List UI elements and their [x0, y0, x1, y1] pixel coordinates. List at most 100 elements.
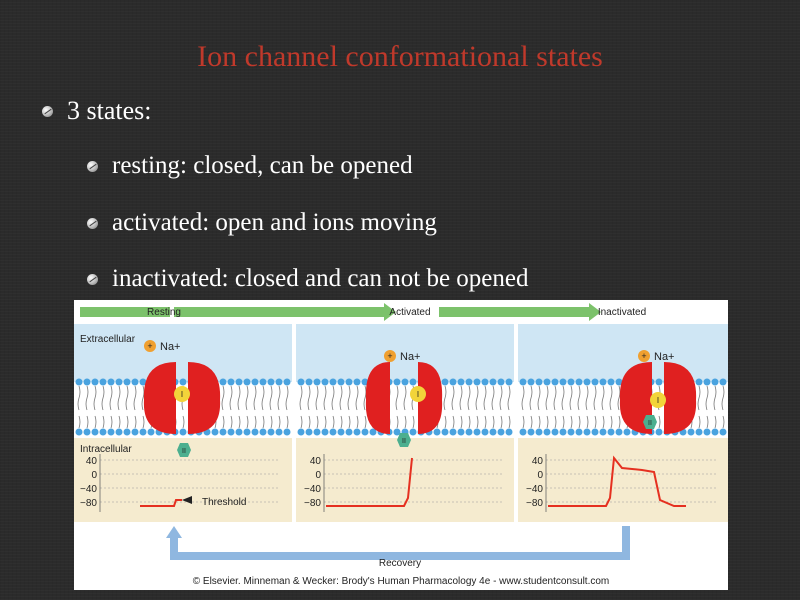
- lipid-tail: [299, 385, 303, 411]
- extracellular-region: [518, 324, 728, 382]
- lipid-tail: [404, 415, 407, 429]
- voltage-tick-label: 0: [315, 470, 321, 481]
- lipid-tail: [245, 385, 249, 411]
- voltage-tick-label: 40: [86, 456, 98, 467]
- recovery-label: Recovery: [379, 558, 421, 569]
- lipid-tail: [522, 415, 525, 429]
- lipid-head: [489, 428, 497, 436]
- lipid-head: [465, 378, 473, 386]
- state-label-inactivated: Inactivated: [598, 307, 646, 318]
- lipid-tail: [403, 385, 407, 411]
- activated-to-inactivated-arrow: [439, 303, 601, 321]
- lipid-tail: [476, 415, 479, 429]
- lipid-head: [655, 428, 663, 436]
- extracellular-label: Extracellular: [80, 334, 136, 345]
- lipid-tail: [521, 385, 525, 411]
- lipid-tail: [395, 385, 399, 411]
- voltage-tick-label: −40: [526, 484, 543, 495]
- intracellular-label: Intracellular: [80, 444, 132, 455]
- lipid-head: [497, 378, 505, 386]
- lipid-tail: [246, 415, 249, 429]
- lipid-head: [259, 428, 267, 436]
- lipid-head: [321, 378, 329, 386]
- intracellular-region: [518, 438, 728, 522]
- lipid-head: [655, 378, 663, 386]
- gate-i: [650, 392, 666, 408]
- lipid-tail: [133, 385, 137, 411]
- lipid-head: [599, 378, 607, 386]
- lipid-tail: [340, 415, 343, 429]
- intracellular-region: [296, 438, 514, 522]
- lipid-tail: [118, 415, 121, 429]
- lipid-tail: [229, 385, 233, 411]
- lipid-head: [275, 428, 283, 436]
- lipid-tail: [270, 415, 273, 429]
- lipid-tail: [468, 415, 471, 429]
- bullet-text: 3 states:: [67, 96, 152, 125]
- lipid-head: [481, 428, 489, 436]
- extracellular-region: [296, 324, 514, 382]
- lipid-tail: [444, 415, 447, 429]
- bullet-inactivated: inactivated: closed and can not be opene…: [87, 265, 529, 293]
- lipid-head: [527, 378, 535, 386]
- lipid-head: [329, 378, 337, 386]
- lipid-tail: [277, 385, 281, 411]
- lipid-tail: [230, 415, 233, 429]
- lipid-tail: [500, 415, 503, 429]
- resting-arrow-tail: [80, 307, 170, 317]
- lipid-head: [559, 428, 567, 436]
- gate-i-label: I: [181, 390, 183, 399]
- gate-i: [174, 386, 190, 402]
- lipid-tail: [117, 385, 121, 411]
- bullet-icon: [87, 217, 98, 229]
- lipid-tail: [601, 385, 605, 411]
- lipid-head: [75, 428, 83, 436]
- lipid-tail: [331, 385, 335, 411]
- lipid-head: [535, 378, 543, 386]
- lipid-head: [147, 428, 155, 436]
- lipid-tail: [545, 385, 549, 411]
- lipid-head: [591, 378, 599, 386]
- lipid-tail: [339, 385, 343, 411]
- lipid-tail: [237, 385, 241, 411]
- lipid-tail: [347, 385, 351, 411]
- voltage-tick-label: 40: [532, 456, 544, 467]
- trace-inactivated: [548, 455, 686, 507]
- lipid-head: [251, 428, 259, 436]
- voltage-tick-label: −80: [526, 498, 543, 509]
- sodium-ion: [144, 340, 156, 352]
- lipid-head: [543, 428, 551, 436]
- voltage-tick-label: −80: [80, 498, 97, 509]
- lipid-tail: [85, 385, 89, 411]
- lipid-tail: [443, 385, 447, 411]
- lipid-tail: [722, 415, 725, 429]
- lipid-head: [321, 428, 329, 436]
- lipid-tail: [286, 415, 289, 429]
- lipid-head: [83, 378, 91, 386]
- threshold-arrowhead: [182, 496, 192, 504]
- lipid-tail: [492, 415, 495, 429]
- lipid-tail: [554, 415, 557, 429]
- gate-ii-label: II: [402, 438, 406, 445]
- lipid-tail: [698, 415, 701, 429]
- lipid-head: [703, 428, 711, 436]
- lipid-tail: [499, 385, 503, 411]
- lipid-tail: [484, 415, 487, 429]
- lipid-tail: [269, 385, 273, 411]
- lipid-head: [599, 428, 607, 436]
- lipid-tail: [483, 385, 487, 411]
- lipid-tail: [617, 385, 621, 411]
- lipid-head: [107, 378, 115, 386]
- lipid-head: [449, 378, 457, 386]
- lipid-head: [519, 378, 527, 386]
- lipid-tail: [363, 385, 367, 411]
- lipid-head: [235, 428, 243, 436]
- lipid-head: [409, 428, 417, 436]
- lipid-head: [267, 378, 275, 386]
- lipid-tail: [278, 415, 281, 429]
- lipid-head: [607, 378, 615, 386]
- lipid-head: [345, 428, 353, 436]
- channel-subunit-left: [619, 362, 652, 434]
- lipid-tail: [86, 415, 89, 429]
